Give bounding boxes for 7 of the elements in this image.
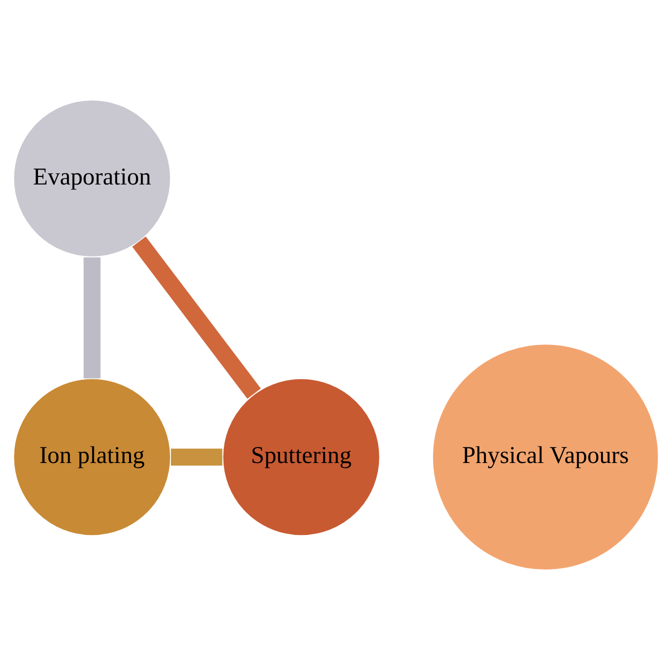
node-circle: Evaporation (12, 99, 172, 258)
connector (170, 448, 222, 466)
node-circle: Physical Vapours (432, 343, 660, 571)
node-circle: Ion plating (12, 378, 172, 536)
connector (84, 257, 101, 378)
connector (132, 236, 261, 399)
node-circle: Sputtering (222, 378, 380, 536)
